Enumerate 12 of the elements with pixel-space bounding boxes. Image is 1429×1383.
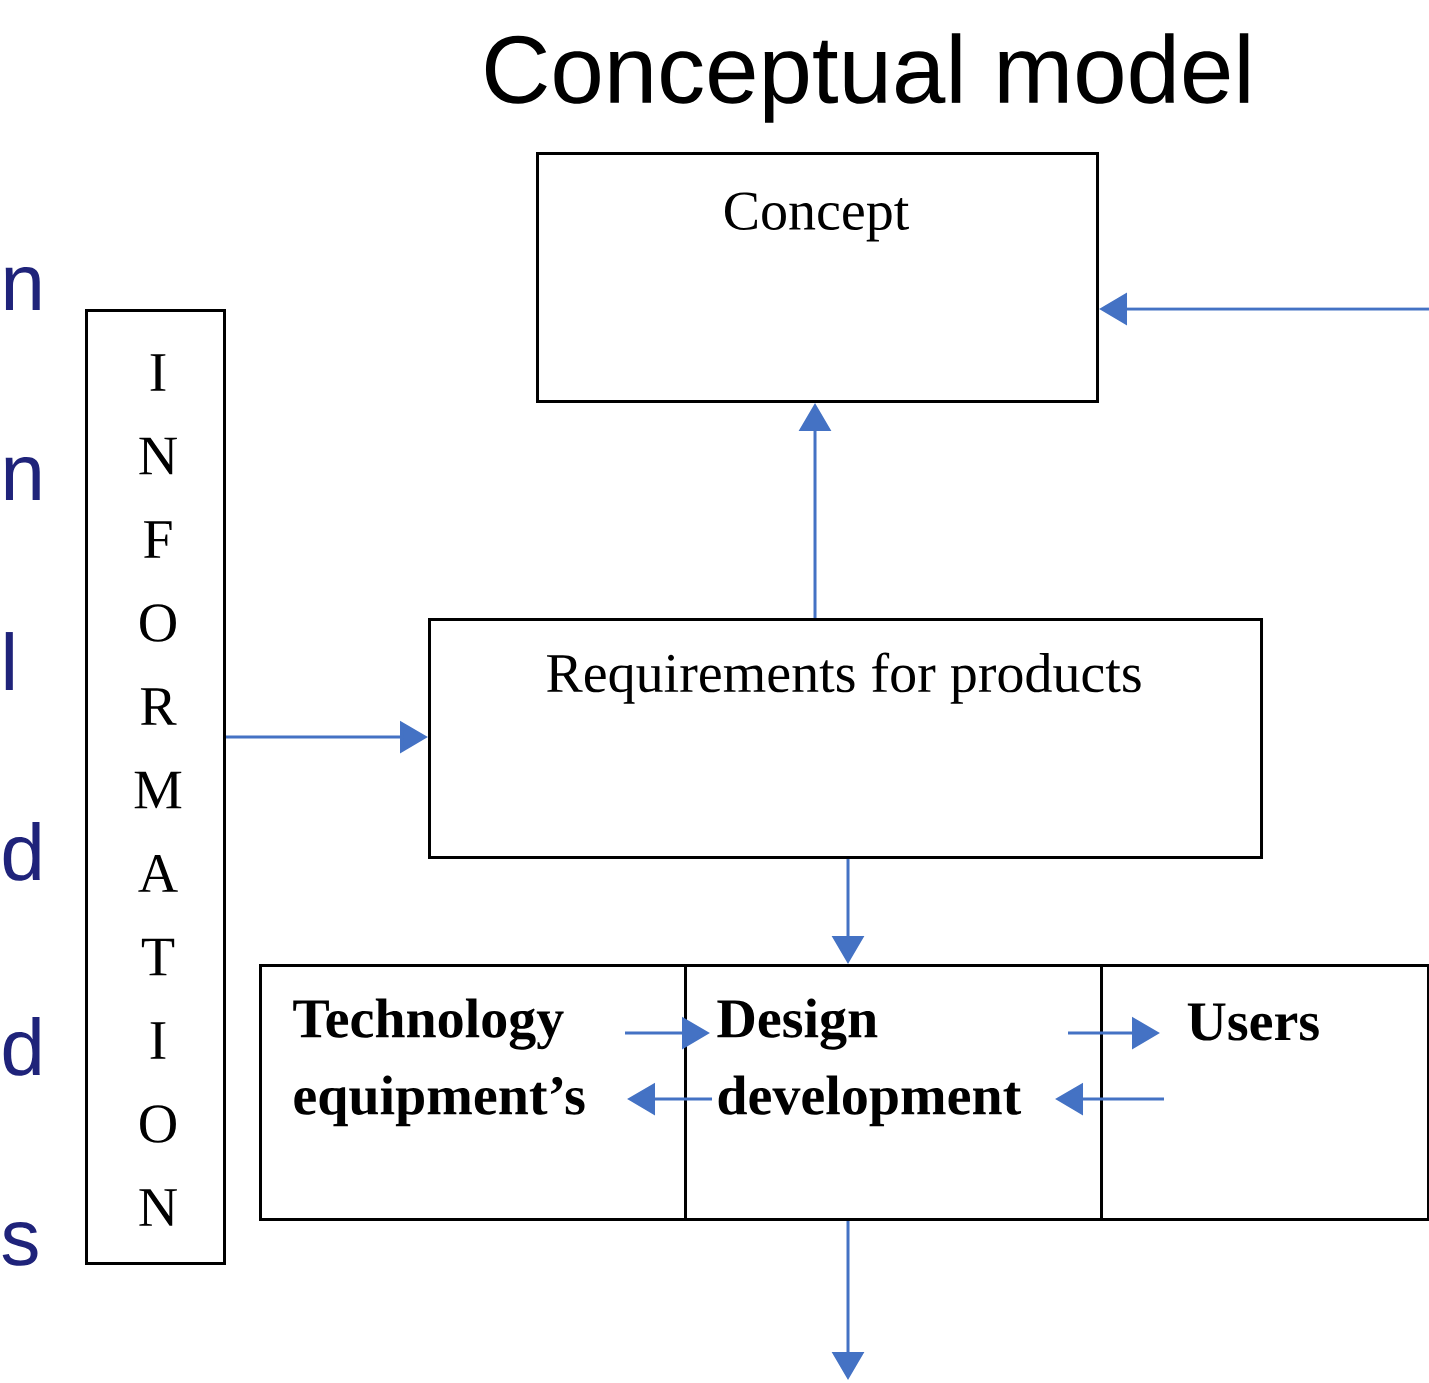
letter-fragment: s [2,1222,38,1266]
letter-fragment: l [5,632,13,690]
process-box: Requirements for products [428,618,1263,859]
process-box: Design development [684,964,1103,1221]
process-box: Concept [536,152,1099,403]
letter-fragment: d [3,822,40,881]
process-box: Users [1100,964,1429,1221]
process-box: Technology equipment’s [259,964,687,1221]
letter-fragment: n [5,266,40,310]
title: Conceptual model [485,33,1249,123]
letter-fragment: d [3,1017,40,1076]
vertical-box: INFORMATION [85,309,226,1265]
